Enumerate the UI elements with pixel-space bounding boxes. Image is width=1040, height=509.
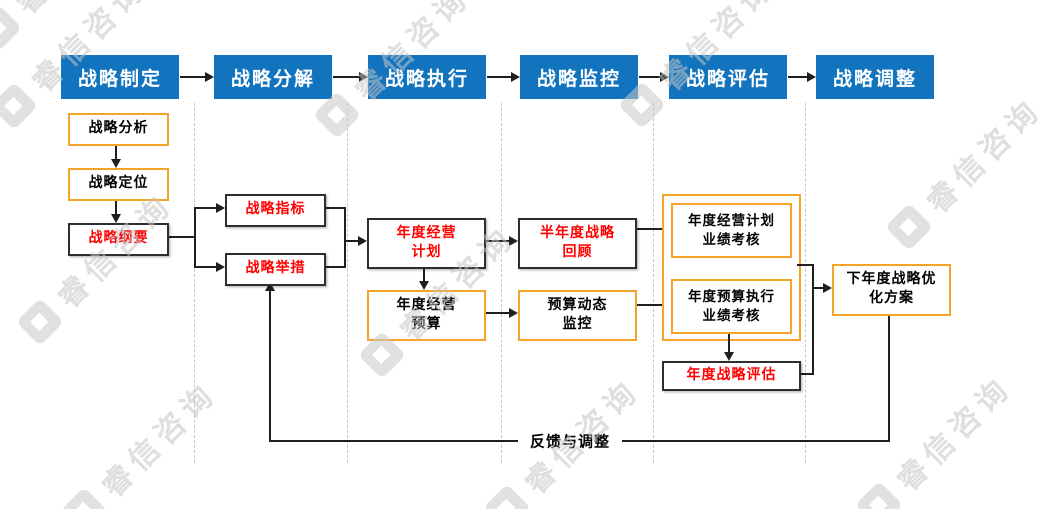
ruixin-logo-hole — [0, 18, 7, 38]
flow-line — [344, 207, 346, 268]
phase-box-strategy-evaluation: 战略评估 — [669, 55, 787, 99]
watermark-text: 睿信咨询 — [4, 0, 140, 22]
flow-line — [639, 76, 660, 78]
watermark: 睿信咨询 — [56, 370, 225, 509]
box-next-year-strategy-optimization: 下年度战略优 化方案 — [832, 264, 951, 316]
watermark: 睿信咨询 — [851, 364, 1020, 509]
flow-line — [812, 287, 823, 289]
arrow-head — [359, 72, 368, 82]
flow-line — [115, 142, 117, 159]
ruixin-logo-hole — [372, 345, 391, 365]
flow-line — [165, 236, 196, 238]
ruixin-logo-hole — [899, 217, 918, 237]
flow-line — [788, 76, 807, 78]
flow-line — [797, 264, 814, 266]
ruixin-logo-icon — [482, 483, 532, 509]
arrow-head — [265, 282, 275, 291]
flow-line — [728, 330, 730, 352]
flow-line — [115, 197, 117, 214]
watermark: 睿信咨询 — [12, 181, 181, 350]
phase-box-strategy-execution: 战略执行 — [368, 55, 486, 99]
watermark-text: 睿信咨询 — [921, 91, 1040, 220]
arrow-head — [111, 214, 121, 223]
arrow-head — [807, 72, 816, 82]
flow-line — [482, 312, 509, 314]
box-strategy-initiatives: 战略举措 — [225, 253, 326, 286]
ruixin-logo-hole — [869, 495, 888, 509]
flow-line — [797, 373, 814, 375]
box-annual-plan-performance-appraisal: 年度经营计划 业绩考核 — [671, 203, 792, 258]
flow-line — [487, 76, 511, 78]
box-annual-operating-budget: 年度经营 预算 — [367, 290, 486, 341]
ruixin-logo-icon — [59, 486, 109, 509]
flow-line — [194, 207, 196, 268]
flow-line — [195, 266, 216, 268]
feedback-line — [888, 312, 890, 442]
arrow-head — [358, 236, 367, 246]
box-semiannual-strategy-review: 半年度战略 回顾 — [518, 218, 637, 269]
column-separator — [194, 103, 195, 463]
box-budget-dynamic-monitoring: 预算动态 监控 — [518, 290, 637, 341]
watermark: 睿信咨询 — [0, 0, 139, 56]
box-strategy-positioning: 战略定位 — [68, 168, 169, 201]
ruixin-logo-hole — [30, 312, 49, 332]
box-strategy-analysis: 战略分析 — [68, 113, 169, 146]
flow-line — [482, 240, 509, 242]
watermark: 睿信咨询 — [881, 86, 1040, 255]
arrow-head — [509, 308, 518, 318]
flow-line — [333, 76, 359, 78]
ruixin-logo-hole — [74, 501, 93, 509]
ruixin-logo-hole — [4, 96, 23, 116]
arrow-head — [660, 72, 669, 82]
flow-line — [633, 228, 662, 230]
box-strategy-indicators: 战略指标 — [225, 194, 326, 227]
column-separator — [653, 103, 654, 463]
flow-line — [812, 264, 814, 375]
arrow-head — [724, 352, 734, 361]
phase-box-strategy-decomposition: 战略分解 — [214, 55, 332, 99]
column-separator — [501, 103, 502, 463]
column-separator — [805, 103, 806, 463]
flow-line — [423, 265, 425, 282]
flow-line — [322, 207, 346, 209]
box-annual-budget-performance-appraisal: 年度预算执行 业绩考核 — [671, 279, 792, 334]
ruixin-logo-hole — [497, 498, 516, 509]
flow-line — [633, 304, 662, 306]
flow-line — [180, 76, 205, 78]
arrow-head — [509, 236, 518, 246]
phase-box-strategy-monitoring: 战略监控 — [520, 55, 638, 99]
ruixin-logo-icon — [0, 3, 23, 53]
ruixin-logo-icon — [884, 202, 934, 252]
arrow-head — [419, 281, 429, 290]
arrow-head — [823, 283, 832, 293]
ruixin-logo-icon — [854, 480, 904, 509]
flow-line — [322, 266, 346, 268]
phase-box-strategy-adjustment: 战略调整 — [816, 55, 934, 99]
flow-line — [195, 207, 216, 209]
box-strategy-outline: 战略纲要 — [68, 223, 169, 256]
phase-box-strategy-formulation: 战略制定 — [61, 55, 179, 99]
feedback-line — [269, 291, 271, 442]
arrow-head — [205, 72, 214, 82]
feedback-label: 反馈与调整 — [517, 430, 623, 452]
arrow-head — [216, 203, 225, 213]
box-annual-operating-plan: 年度经营 计划 — [367, 218, 486, 269]
column-separator — [347, 103, 348, 463]
watermark-text: 睿信咨询 — [891, 369, 1020, 498]
ruixin-logo-icon — [15, 297, 65, 347]
ruixin-logo-icon — [0, 81, 39, 131]
ruixin-logo-hole — [327, 105, 346, 125]
arrow-head — [216, 262, 225, 272]
box-annual-strategy-evaluation: 年度战略评估 — [662, 361, 801, 391]
arrow-head — [111, 159, 121, 168]
watermark-text: 睿信咨询 — [96, 375, 225, 504]
arrow-head — [511, 72, 520, 82]
flow-line — [344, 240, 358, 242]
